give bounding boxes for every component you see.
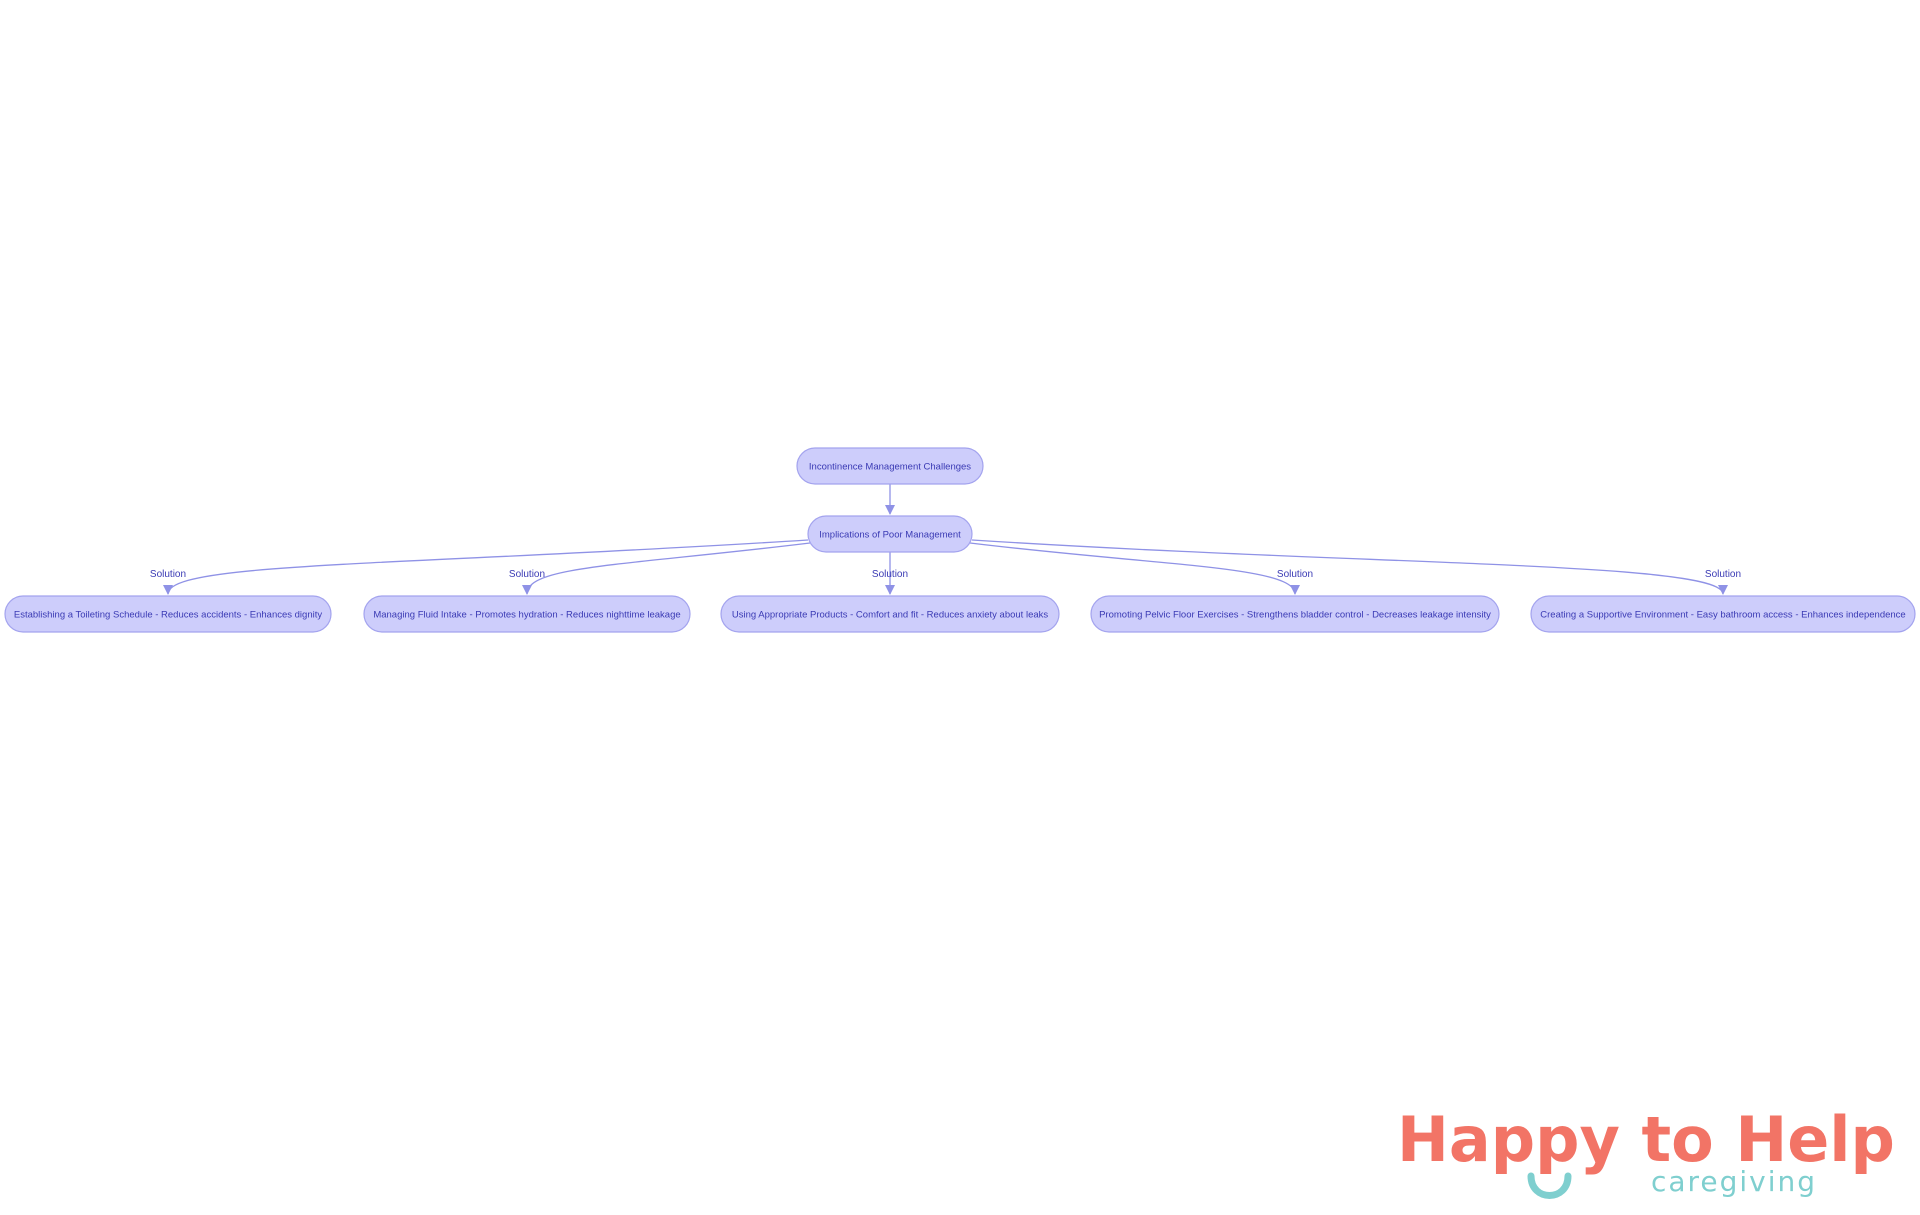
edge-middle-to-solution-4: [969, 542, 1300, 595]
edge-middle-to-solution-1: [163, 539, 809, 595]
edge-label-4: Solution: [1277, 569, 1313, 580]
node-root-label: Incontinence Management Challenges: [809, 462, 971, 473]
edge-label-2: Solution: [509, 569, 545, 580]
node-root: Incontinence Management Challenges: [796, 447, 984, 485]
node-solution-3: Using Appropriate Products - Comfort and…: [720, 595, 1060, 633]
node-solution-4-label: Promoting Pelvic Floor Exercises - Stren…: [1099, 610, 1491, 621]
node-solution-1-label: Establishing a Toileting Schedule - Redu…: [14, 610, 322, 621]
node-solution-5-label: Creating a Supportive Environment - Easy…: [1540, 610, 1905, 621]
node-implications: Implications of Poor Management: [807, 515, 973, 553]
edge-label-3: Solution: [872, 569, 908, 580]
node-solution-5: Creating a Supportive Environment - Easy…: [1530, 595, 1916, 633]
edge-middle-to-solution-5: [971, 539, 1728, 595]
node-solution-3-label: Using Appropriate Products - Comfort and…: [732, 610, 1049, 621]
edge-label-5: Solution: [1705, 569, 1741, 580]
diagram-edges: [163, 484, 1728, 595]
node-solution-2-label: Managing Fluid Intake - Promotes hydrati…: [373, 610, 680, 621]
happy-to-help-logo: Happy to Help caregiving: [1397, 1103, 1895, 1199]
edge-label-1: Solution: [150, 569, 186, 580]
node-solution-4: Promoting Pelvic Floor Exercises - Stren…: [1090, 595, 1500, 633]
logo-tagline: caregiving: [1651, 1165, 1817, 1198]
node-solution-1: Establishing a Toileting Schedule - Redu…: [4, 595, 332, 633]
logo-smile-icon: [1527, 1172, 1572, 1199]
edge-middle-to-solution-2: [522, 542, 811, 595]
node-implications-label: Implications of Poor Management: [819, 530, 961, 541]
node-solution-2: Managing Fluid Intake - Promotes hydrati…: [363, 595, 691, 633]
logo-wordmark: Happy to Help: [1397, 1103, 1895, 1176]
edge-labels: Solution Solution Solution Solution Solu…: [150, 569, 1741, 580]
